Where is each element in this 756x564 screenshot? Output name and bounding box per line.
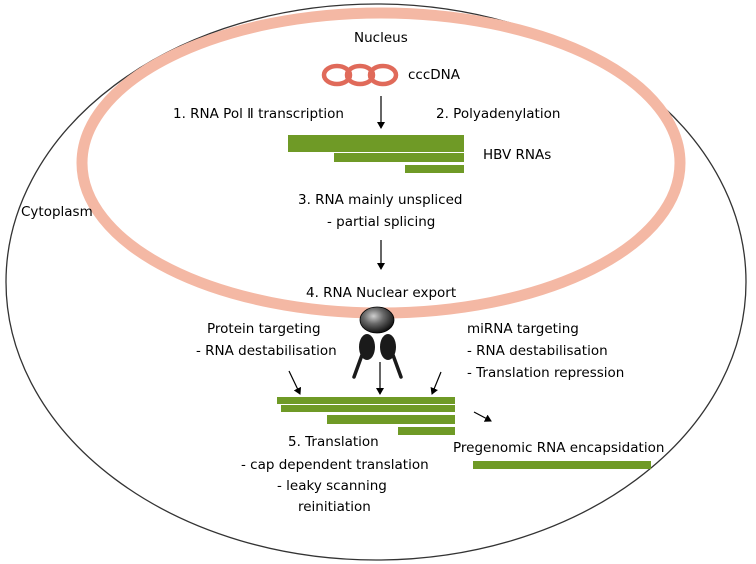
rna-bar — [277, 397, 455, 404]
mirna-targeting-label: miRNA targeting — [467, 321, 579, 337]
cccdna-label: cccDNA — [408, 67, 460, 83]
rna-bar — [288, 135, 464, 152]
rna-bar — [327, 415, 455, 424]
ribosome-icon — [352, 306, 403, 379]
rna-bar — [405, 165, 464, 173]
cytoplasmic-hbv-rnas — [277, 397, 455, 435]
pregenomic-rna-label: Pregenomic RNA encapsidation — [453, 440, 665, 456]
step2-label: 2. Polyadenylation — [436, 106, 561, 122]
arrow-protein-targeting — [288, 370, 302, 395]
mirna-sub2-label: - Translation repression — [467, 365, 625, 381]
step5-label: 5. Translation — [288, 434, 379, 450]
step3-sub-label: - partial splicing — [327, 214, 436, 230]
step5-sub2-label: - leaky scanning — [277, 478, 387, 494]
nucleus-label: Nucleus — [354, 30, 408, 46]
step1-label: 1. RNA Pol Ⅱ transcription — [173, 106, 344, 122]
step5-sub3-label: reinitiation — [298, 499, 371, 515]
nuclear-hbv-rnas — [288, 135, 464, 173]
step5-sub1-label: - cap dependent translation — [241, 457, 429, 473]
rna-bar — [334, 153, 464, 162]
step3-label: 3. RNA mainly unspliced — [298, 192, 463, 208]
pregenomic-rna-bar — [473, 461, 651, 469]
arrow-mirna-targeting — [430, 371, 442, 395]
arrow-encapsidation — [473, 411, 492, 422]
step4-label: 4. RNA Nuclear export — [306, 285, 457, 301]
rna-bar — [281, 405, 455, 412]
protein-targeting-label: Protein targeting — [207, 321, 321, 337]
cell-membrane — [5, 3, 747, 561]
mirna-sub1-label: - RNA destabilisation — [467, 343, 608, 359]
rna-bar — [398, 427, 455, 435]
protein-targeting-sub-label: - RNA destabilisation — [196, 343, 337, 359]
cytoplasm-label: Cytoplasm — [21, 204, 93, 220]
cccdna-icon — [321, 63, 399, 87]
hbv-rnas-label: HBV RNAs — [483, 147, 552, 163]
